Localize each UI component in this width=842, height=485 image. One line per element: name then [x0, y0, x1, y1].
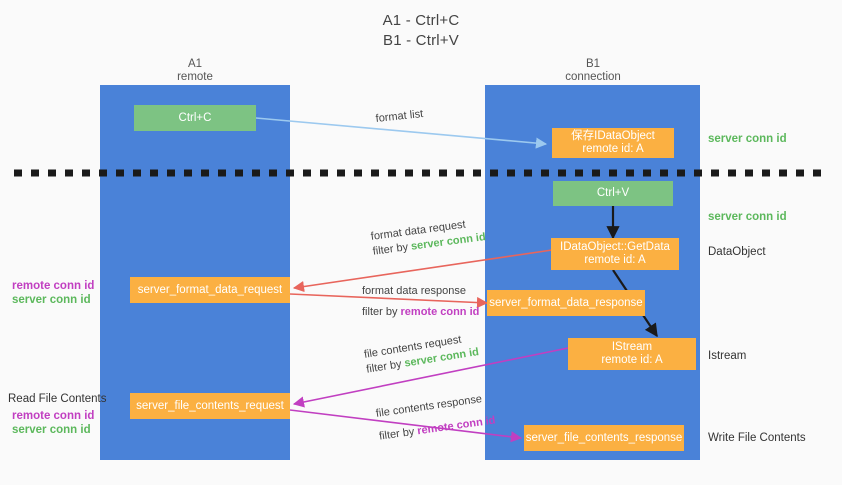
edge-label-file-contents-request: file contents request filter by server c… [363, 330, 480, 377]
node-istream-line1: IStream [611, 341, 653, 353]
label-server-conn-id-mid: server conn id [708, 211, 787, 223]
column-header-a1: A1 remote [120, 58, 270, 84]
node-istream[interactable]: IStream remote id: A [568, 338, 696, 370]
column-a1-sub: remote [177, 71, 213, 83]
node-ctrl-c[interactable]: Ctrl+C [134, 105, 256, 131]
edge-label-format-data-response: format data response filter by remote co… [362, 284, 479, 320]
edge-label-format-data-response-filter: filter by remote conn id [362, 305, 479, 320]
filter-key-remote-conn-id-1: remote conn id [400, 306, 480, 318]
column-a1-name: A1 [187, 58, 203, 70]
node-getdata-line1: IDataObject::GetData [560, 241, 670, 253]
node-server-format-data-response[interactable]: server_format_data_response [487, 290, 645, 316]
column-b1-name: B1 [585, 58, 601, 70]
node-server-format-data-request[interactable]: server_format_data_request [130, 277, 290, 303]
label-read-file-contents: Read File Contents [8, 393, 107, 405]
node-save-idataobject[interactable]: 保存IDataObject remote id: A [552, 128, 674, 158]
filter-prefix-1: filter by [372, 240, 412, 258]
title-line-1: A1 - Ctrl+C [382, 12, 460, 29]
node-ctrl-v[interactable]: Ctrl+V [553, 181, 673, 206]
label-write-file-contents: Write File Contents [708, 432, 806, 444]
edge-label-format-list: format list [375, 108, 424, 125]
label-remote-conn-id-2: remote conn id [12, 410, 95, 422]
label-server-conn-id-2: server conn id [12, 424, 91, 436]
edge-label-file-contents-response: file contents response filter by remote … [375, 391, 497, 445]
node-save-idataobject-line2: remote id: A [582, 143, 644, 155]
edge-label-format-data-request: format data request filter by server con… [370, 215, 487, 260]
node-idataobject-getdata[interactable]: IDataObject::GetData remote id: A [551, 238, 679, 270]
label-remote-conn-id-1: remote conn id [12, 280, 95, 292]
node-istream-line2: remote id: A [601, 354, 663, 366]
filter-prefix-4: filter by [378, 425, 419, 443]
label-server-conn-id-1: server conn id [12, 294, 91, 306]
column-header-b1: B1 connection [518, 58, 668, 84]
node-save-idataobject-line1: 保存IDataObject [571, 130, 655, 142]
label-server-conn-id-top: server conn id [708, 133, 787, 145]
filter-prefix-2: filter by [362, 306, 401, 318]
column-b1-sub: connection [565, 71, 621, 83]
label-istream: Istream [708, 350, 747, 362]
node-server-file-contents-request[interactable]: server_file_contents_request [130, 393, 290, 419]
edge-label-format-data-response-main: format data response [362, 285, 466, 297]
title-line-2: B1 - Ctrl+V [383, 32, 459, 49]
node-getdata-line2: remote id: A [584, 254, 646, 266]
label-dataobject: DataObject [708, 246, 766, 258]
node-server-file-contents-response[interactable]: server_file_contents_response [524, 425, 684, 451]
